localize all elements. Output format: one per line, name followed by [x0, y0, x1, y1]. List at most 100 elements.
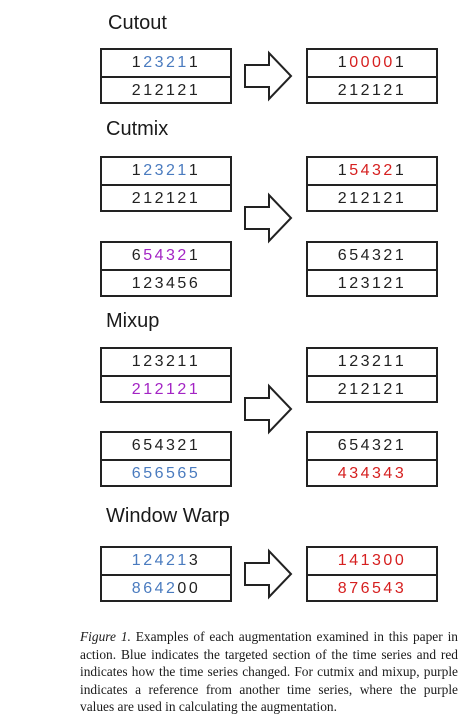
series-value: 1: [360, 552, 372, 569]
series-value: 5: [372, 580, 384, 597]
series-value: 4: [166, 275, 178, 292]
series-value: 2: [349, 353, 361, 370]
window-warp-arrow-icon: [244, 548, 293, 600]
series-value: 5: [349, 437, 361, 454]
series-value: 1: [131, 162, 144, 179]
series-value: 2: [360, 82, 372, 99]
series-value: 1: [337, 162, 350, 179]
series-value: 1: [337, 353, 350, 370]
series-value: 1: [337, 275, 350, 292]
series-value: 2: [372, 353, 384, 370]
series-value: 4: [360, 465, 372, 482]
series-value: 2: [166, 580, 178, 597]
series-value: 6: [337, 437, 350, 454]
series-value: 5: [349, 162, 361, 179]
series-value: 3: [394, 465, 407, 482]
section-title-cutmix: Cutmix: [106, 118, 169, 140]
series-value: 6: [143, 580, 155, 597]
series-value: 3: [360, 275, 372, 292]
series-value: 4: [383, 580, 395, 597]
series-value: 2: [177, 190, 189, 207]
series-value: 0: [360, 54, 372, 71]
series-value: 5: [188, 465, 201, 482]
series-value: 2: [383, 162, 395, 179]
series-value: 1: [131, 275, 144, 292]
series-value: 1: [188, 381, 201, 398]
series-value: 0: [349, 54, 361, 71]
series-value: 0: [177, 580, 189, 597]
series-value: 3: [372, 162, 384, 179]
series-value: 1: [372, 82, 384, 99]
series-value: 4: [337, 465, 350, 482]
series-value: 1: [337, 552, 350, 569]
series-value: 5: [177, 275, 189, 292]
series-value: 1: [394, 353, 407, 370]
series-value: 6: [154, 465, 166, 482]
series-value: 6: [337, 247, 350, 264]
series-value: 2: [143, 275, 155, 292]
series-value: 6: [177, 465, 189, 482]
series-value: 4: [154, 580, 166, 597]
series-value: 2: [383, 275, 395, 292]
series-value: 0: [394, 552, 407, 569]
series-value: 3: [166, 247, 178, 264]
series-value: 8: [131, 580, 144, 597]
series-value: 2: [177, 437, 189, 454]
series-value: 4: [360, 247, 372, 264]
series-value: 2: [143, 162, 155, 179]
series-value: 5: [143, 247, 155, 264]
series-value: 2: [383, 190, 395, 207]
series-value: 5: [166, 465, 178, 482]
series-value: 4: [360, 162, 372, 179]
series-value: 1: [188, 82, 201, 99]
series-value: 1: [166, 82, 178, 99]
series-value: 7: [349, 580, 361, 597]
series-value: 2: [154, 82, 166, 99]
series-value: 1: [177, 353, 189, 370]
series-value: 1: [394, 247, 407, 264]
series-value: 3: [154, 162, 166, 179]
series-value: 2: [337, 381, 350, 398]
series-value: 2: [131, 190, 144, 207]
series-value: 0: [383, 54, 395, 71]
cutout-arrow-icon: [244, 50, 293, 102]
series-value: 1: [372, 190, 384, 207]
series-value: 3: [166, 437, 178, 454]
series-value: 1: [394, 162, 407, 179]
series-value: 2: [143, 353, 155, 370]
series-value: 2: [383, 82, 395, 99]
series-value: 2: [166, 353, 178, 370]
series-value: 1: [394, 54, 407, 71]
series-value: 1: [372, 275, 384, 292]
series-value: 4: [154, 437, 166, 454]
series-value: 1: [143, 381, 155, 398]
series-value: 2: [337, 190, 350, 207]
series-value: 1: [143, 82, 155, 99]
series-value: 1: [188, 353, 201, 370]
series-value: 1: [166, 190, 178, 207]
series-value: 3: [372, 437, 384, 454]
series-value: 1: [394, 82, 407, 99]
series-value: 2: [383, 381, 395, 398]
series-value: 3: [154, 54, 166, 71]
series-value: 3: [360, 353, 372, 370]
series-value: 3: [372, 465, 384, 482]
cutmix-arrow-icon: [244, 192, 293, 244]
series-value: 6: [360, 580, 372, 597]
